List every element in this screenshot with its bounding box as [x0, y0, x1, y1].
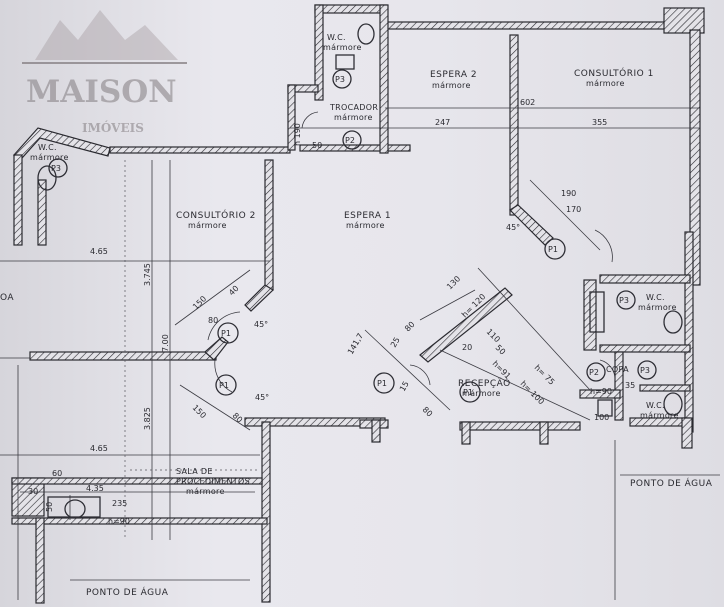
- watermark-tagline: IMÓVEIS: [82, 119, 144, 135]
- watermark-brand: MAISON: [26, 74, 177, 110]
- dim-15: 15: [398, 380, 411, 393]
- door-swings: [207, 111, 616, 393]
- dim-247: 247: [435, 118, 450, 127]
- dim-3825: 3.825: [143, 407, 152, 430]
- door-tag-p3: P3: [619, 296, 629, 305]
- dim-190: 190: [561, 189, 576, 198]
- dim-1417: 141,7: [346, 332, 365, 356]
- dim-150: 150: [191, 294, 208, 311]
- door-tag-p3: P3: [51, 164, 61, 173]
- dim-465: 4.65: [90, 444, 108, 453]
- dim-60: 60: [52, 469, 62, 478]
- door-tag-p1: P1: [221, 329, 231, 338]
- notes: PONTO DE ÁGUA PONTO DE ÁGUA OA: [0, 293, 713, 598]
- dim-50: 50: [45, 502, 54, 512]
- room-label-copa: COPA: [606, 365, 629, 374]
- room-finish: mármore: [462, 389, 501, 398]
- dim-h75: h= 75: [533, 363, 557, 387]
- room-label-espera-1: ESPERA 1: [344, 211, 391, 221]
- dim-435: 4.35: [86, 484, 104, 493]
- room-label-sala: SALA DE: [176, 467, 213, 476]
- door-tag-p1: P1: [548, 245, 558, 254]
- door-tag-p1: P1: [377, 379, 387, 388]
- room-label-wc: W.C.: [327, 33, 346, 42]
- sink-icon: [64, 499, 86, 519]
- dim-h190: h 190: [293, 123, 302, 146]
- dim-h90: h=90: [590, 387, 612, 396]
- dim-45: 45°: [255, 393, 269, 402]
- dim-130: 130: [445, 274, 462, 291]
- dim-20: 20: [462, 343, 472, 352]
- dim-45: 45°: [254, 320, 268, 329]
- room-finish: mármore: [188, 221, 227, 230]
- dim-h100: h= 100: [519, 379, 546, 406]
- dim-50: 50: [494, 343, 508, 357]
- dim-80: 80: [231, 411, 245, 425]
- room-label-consultorio-1: CONSULTÓRIO 1: [574, 67, 654, 79]
- door-tags: P3 P2 P3 P1 P1 P1 P1 P1 P3 P2 P3: [48, 69, 657, 403]
- door-tag-p1: P1: [463, 388, 473, 397]
- door-tag-p2: P2: [589, 368, 599, 377]
- dim-235: 235: [112, 499, 127, 508]
- dimension-texts: 602 247 355 190 170 45° 45° 45° 4.65 4.6…: [28, 98, 635, 526]
- toilet-icon: [663, 310, 683, 334]
- room-label-procedimentos: PROCEDIMENTOS: [176, 477, 250, 486]
- dim-h91: h=91: [491, 359, 513, 381]
- note-ponto-de-agua: PONTO DE ÁGUA: [86, 586, 169, 598]
- door-tag-p3: P3: [640, 366, 650, 375]
- door-tag-p2: P2: [345, 136, 355, 145]
- dimension-lines: [0, 107, 720, 600]
- door-tag-p1: P1: [219, 381, 229, 390]
- dim-100: 100: [594, 413, 609, 422]
- note-edge-text: OA: [0, 293, 14, 303]
- room-label-espera-2: ESPERA 2: [430, 70, 477, 80]
- dim-80: 80: [421, 405, 435, 419]
- dim-170: 170: [566, 205, 581, 214]
- room-finish: mármore: [640, 411, 679, 420]
- room-label-wc: W.C.: [646, 401, 665, 410]
- room-label-wc: W.C.: [646, 293, 665, 302]
- dim-35: 35: [625, 381, 635, 390]
- dim-150: 150: [191, 403, 208, 420]
- dim-465: 4.65: [90, 247, 108, 256]
- toilet-icon: [663, 392, 683, 416]
- room-label-recepcao: RECEPÇÃO: [458, 378, 511, 389]
- dim-50: 50: [312, 141, 322, 150]
- room-finish: mármore: [30, 153, 69, 162]
- dim-80: 80: [208, 316, 218, 325]
- watermark-logo: MAISON IMÓVEIS: [22, 10, 187, 135]
- room-finish: mármore: [586, 79, 625, 88]
- toilet-icon: [357, 23, 375, 45]
- note-ponto-de-agua: PONTO DE ÁGUA: [630, 477, 713, 489]
- room-label-wc: W.C.: [38, 143, 57, 152]
- room-finish: mármore: [638, 303, 677, 312]
- dim-25: 25: [389, 336, 402, 349]
- dim-355: 355: [592, 118, 607, 127]
- room-finish: mármore: [186, 487, 225, 496]
- dim-3745: 3.745: [143, 263, 152, 286]
- room-finish: mármore: [432, 81, 471, 90]
- room-finish: mármore: [334, 113, 373, 122]
- dim-110: 110: [485, 327, 502, 344]
- dim-40: 40: [227, 284, 241, 298]
- dim-30: 30: [28, 487, 38, 496]
- fixtures: [37, 23, 683, 519]
- dim-45: 45°: [506, 223, 520, 232]
- dim-h90: h=90: [108, 517, 130, 526]
- toilet-icon: [37, 165, 57, 191]
- room-label-trocador: TROCADOR: [329, 103, 378, 112]
- door-tag-p3: P3: [335, 75, 345, 84]
- room-label-consultorio-2: CONSULTÓRIO 2: [176, 209, 256, 221]
- dim-700: 7.00: [161, 334, 170, 352]
- room-finish: mármore: [346, 221, 385, 230]
- dim-602: 602: [520, 98, 535, 107]
- room-labels: W.C. mármore ESPERA 2 mármore CONSULTÓRI…: [30, 33, 679, 496]
- dim-80: 80: [403, 320, 417, 334]
- room-finish: mármore: [323, 43, 362, 52]
